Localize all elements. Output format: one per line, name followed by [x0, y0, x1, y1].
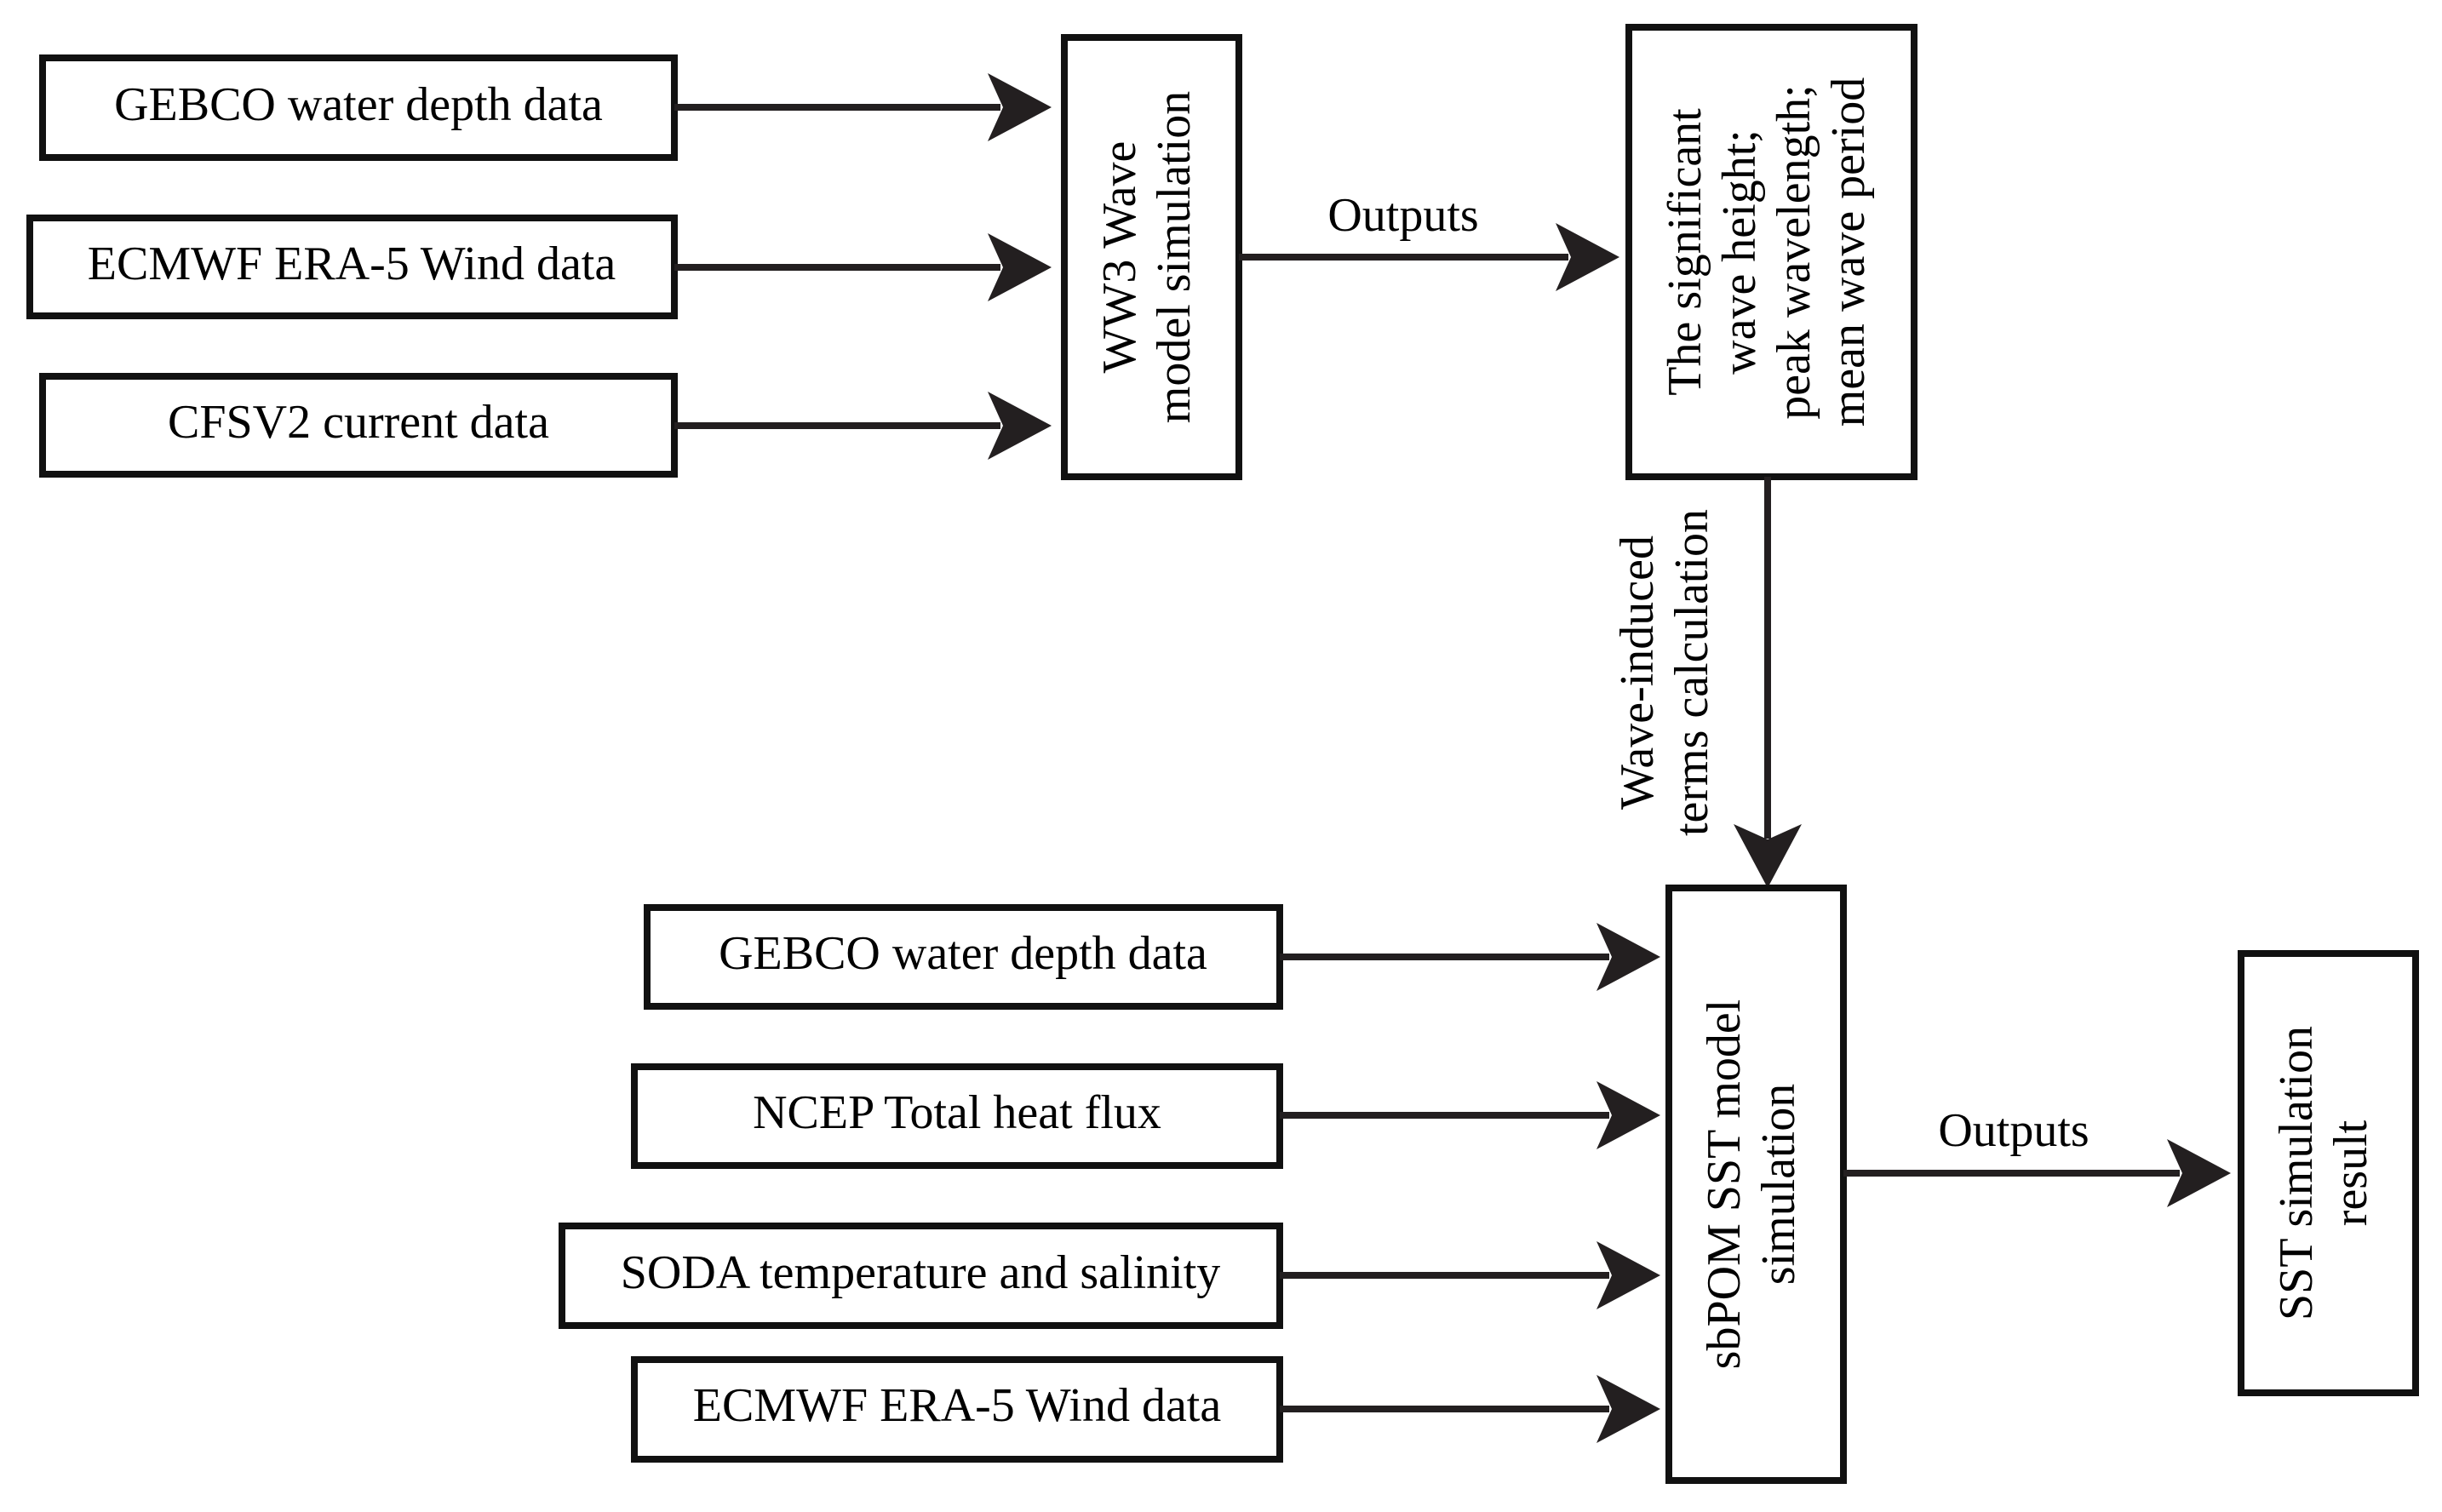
sbpom-box-line-1: sbPOM SST model: [1698, 999, 1751, 1370]
ecmwf-wind-label-bottom: ECMWF ERA-5 Wind data: [693, 1379, 1222, 1432]
ww3-wave-model-box: WW3 Wave model simulation: [1061, 34, 1242, 480]
ww3-box-line-1: WW3 Wave: [1093, 141, 1146, 374]
arrow-gebco-to-sbpom: [1280, 923, 1660, 991]
ww3-box-line-2: model simulation: [1148, 91, 1201, 423]
gebco-water-depth-label-bottom: GEBCO water depth data: [719, 927, 1207, 980]
arrow-ww3-to-wave-params: [1239, 223, 1619, 291]
arrow-ncep-to-sbpom: [1280, 1081, 1660, 1149]
wave-induced-line-2: terms calculation: [1665, 509, 1718, 836]
wave-params-line-3: peak wavelength;: [1768, 84, 1820, 419]
ecmwf-wind-label-top: ECMWF ERA-5 Wind data: [88, 238, 616, 290]
soda-temperature-salinity-input: SODA temperature and salinity: [559, 1223, 1283, 1329]
wave-params-line-2: wave height;: [1713, 129, 1766, 375]
outputs-label-bottom: Outputs: [1938, 1104, 2089, 1157]
result-box-line-2: result: [2324, 1120, 2377, 1226]
cfsv2-current-label: CFSV2 current data: [168, 396, 549, 449]
result-box-line-1: SST simulation: [2270, 1026, 2323, 1320]
sst-simulation-result-box: SST simulation result: [2238, 950, 2419, 1396]
ecmwf-wind-input-bottom: ECMWF ERA-5 Wind data: [631, 1356, 1283, 1463]
sbpom-box-line-2: simulation: [1752, 1084, 1805, 1285]
gebco-water-depth-input-top: GEBCO water depth data: [39, 54, 678, 161]
cfsv2-current-input: CFSV2 current data: [39, 373, 678, 478]
ncep-heat-flux-input: NCEP Total heat flux: [631, 1063, 1283, 1169]
gebco-water-depth-input-bottom: GEBCO water depth data: [644, 904, 1283, 1010]
sbpom-sst-model-box: sbPOM SST model simulation: [1665, 885, 1847, 1484]
soda-temperature-salinity-label: SODA temperature and salinity: [621, 1246, 1221, 1299]
arrow-wave-params-to-sbpom: [1734, 477, 1802, 888]
gebco-water-depth-label-top: GEBCO water depth data: [114, 78, 603, 131]
arrow-soda-to-sbpom: [1280, 1241, 1660, 1309]
wave-induced-line-1: Wave-induced: [1611, 536, 1664, 810]
arrow-cfsv2-to-ww3: [674, 392, 1052, 460]
arrow-ecmwf-to-sbpom: [1280, 1375, 1660, 1443]
ecmwf-wind-input-top: ECMWF ERA-5 Wind data: [26, 215, 678, 319]
wave-parameters-box: The significant wave height; peak wavele…: [1625, 24, 1917, 480]
arrow-ecmwf-to-ww3: [674, 233, 1052, 301]
wave-params-line-1: The significant: [1659, 108, 1711, 396]
wave-params-line-4: mean wave period: [1822, 77, 1875, 427]
arrow-sbpom-to-result: [1843, 1139, 2231, 1207]
wave-induced-label: Wave-induced terms calculation: [1611, 509, 1718, 836]
outputs-label-top: Outputs: [1327, 189, 1478, 242]
ncep-heat-flux-label: NCEP Total heat flux: [753, 1086, 1161, 1139]
arrow-gebco-to-ww3: [674, 73, 1052, 141]
